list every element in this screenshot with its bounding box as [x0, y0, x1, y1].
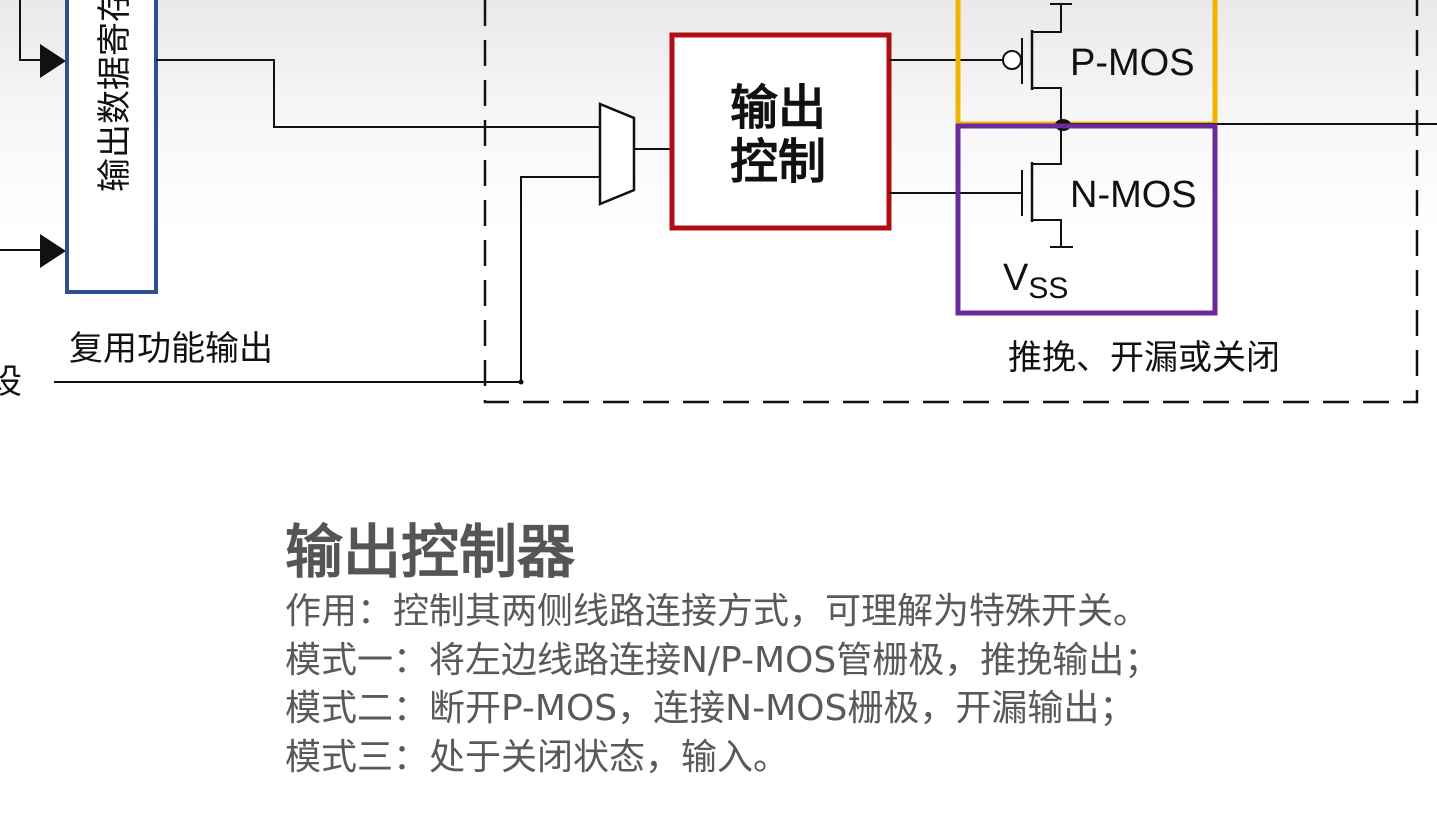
- nmos-box: [955, 123, 1218, 316]
- alternate-function-wire: [54, 176, 600, 383]
- vss-label: VSS: [1003, 257, 1068, 305]
- left-cut-label: 设: [0, 362, 22, 402]
- description-block: 输出控制器 作用：控制其两侧线路连接方式，可理解为特殊开关。 模式一：将左边线路…: [285, 516, 1385, 782]
- output-data-register-box: [65, 0, 158, 294]
- description-line-function: 作用：控制其两侧线路连接方式，可理解为特殊开关。: [285, 591, 1150, 632]
- nmos-label: N-MOS: [1070, 174, 1197, 216]
- mode-label: 推挽、开漏或关闭: [1008, 338, 1280, 378]
- multiplexer: [598, 102, 636, 206]
- register-feedback-wire: [19, 0, 42, 61]
- page-title: 输出控制器: [285, 518, 576, 586]
- pmos-source-drain: [1033, 3, 1072, 122]
- output-control-label-line1: 输出: [730, 80, 826, 136]
- register-input-arrow-top: [40, 44, 66, 78]
- nmos-source-drain: [1033, 128, 1073, 248]
- output-control-box: [669, 32, 892, 231]
- description-line-mode-3: 模式三：处于关闭状态，输入。: [285, 736, 790, 778]
- pmos-label: P-MOS: [1070, 42, 1195, 84]
- dashed-module-boundary: [483, 0, 1419, 404]
- output-control-label-line2: 控制: [730, 134, 826, 190]
- description-line-mode-1: 模式一：将左边线路连接N/P-MOS管栅极，推挽输出；: [285, 639, 1161, 681]
- junction-dot: [518, 379, 524, 385]
- alternate-function-output-label: 复用功能输出: [69, 329, 273, 369]
- register-input-arrow-bottom: [40, 234, 66, 268]
- circuit-diagram: 输出数据寄存 设 复用功能输出 输出 控制 P-MOS N-MOS VSS 推挽…: [0, 0, 1437, 404]
- register-to-mux-wire: [156, 59, 600, 128]
- output-data-register-label: 输出数据寄存: [95, 0, 135, 192]
- pmos-gate-bubble: [1002, 50, 1022, 70]
- description-line-mode-2: 模式二：断开P-MOS，连接N-MOS栅极，开漏输出；: [285, 688, 1136, 729]
